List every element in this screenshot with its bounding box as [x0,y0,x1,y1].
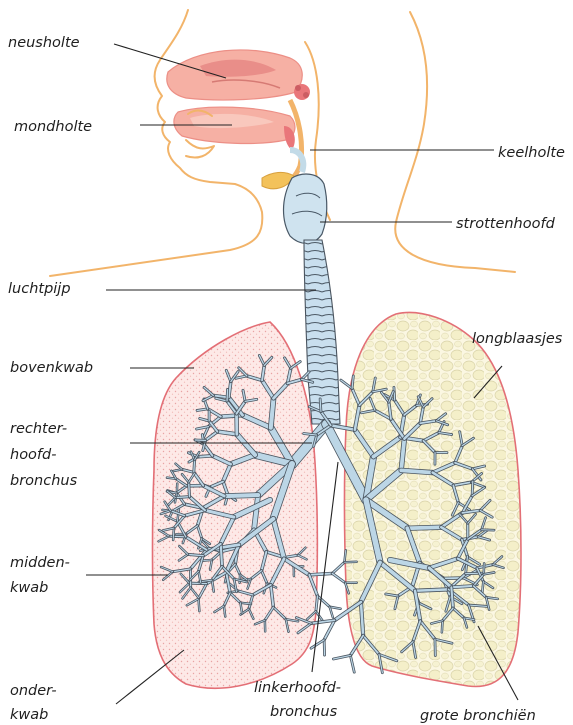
label-neusholte: neusholte [8,35,80,51]
label-linkerhoofd-line-1: linkerhoofd- [254,680,341,696]
bronchus-branch-fill [472,481,473,496]
bronchus-branch-fill [320,399,321,412]
bronchus-branch-fill [169,536,186,537]
bronchus-branch-fill [227,389,228,401]
bronchus-branch-fill [189,482,190,496]
label-strottenhoofd: strottenhoofd [456,216,556,232]
bronchus-branch-fill [401,470,433,472]
neck-back-line [395,12,515,272]
bronchus-branch-fill [394,387,395,400]
bronchus-branch-fill [332,562,344,573]
trachea [304,240,340,424]
label-linkerhoofd-line-2: bronchus [270,704,338,720]
label-longblaasjes: longblaasjes [472,331,563,347]
bronchus-branch-fill [324,620,334,640]
nasal-cavity [167,50,310,100]
bronchus-branch-fill [332,573,345,582]
bronchus-branch-fill [451,586,473,587]
bronchus-branch-fill [175,497,189,498]
label-midden-line-1: midden- [10,555,70,571]
bronchus-branch-fill [194,460,195,473]
label-keelholte: keelholte [498,145,565,161]
label-mondholte: mondholte [14,119,92,135]
bronchus-branch-fill [221,415,243,417]
label-bovenkwab: bovenkwab [10,360,93,376]
label-rechter-line-1: rechter- [10,421,67,437]
oral-cavity [174,107,295,157]
larynx [284,174,327,243]
bronchus-branch-fill [221,544,222,567]
label-onder-line-1: onder- [10,683,57,699]
bronchus-branch-fill [317,596,329,607]
bronchus-branch-fill [415,589,449,590]
label-onder-line-2: kwab [10,707,48,723]
label-luchtpijp: luchtpijp [8,281,71,297]
label-grote-bronchien: grote bronchiën [420,708,536,724]
head-outline [50,10,515,276]
label-midden-line-2: kwab [10,580,48,596]
label-rechter-line-2: hoofd- [10,447,56,463]
bronchus-branch-fill [224,495,258,496]
label-rechter-line-3: bronchus [10,473,78,489]
bronchus-branch-fill [407,527,441,528]
bronchus-branch-fill [271,398,274,427]
bronchus-branch-fill [198,456,213,457]
bronchus-branch-fill [311,640,324,648]
